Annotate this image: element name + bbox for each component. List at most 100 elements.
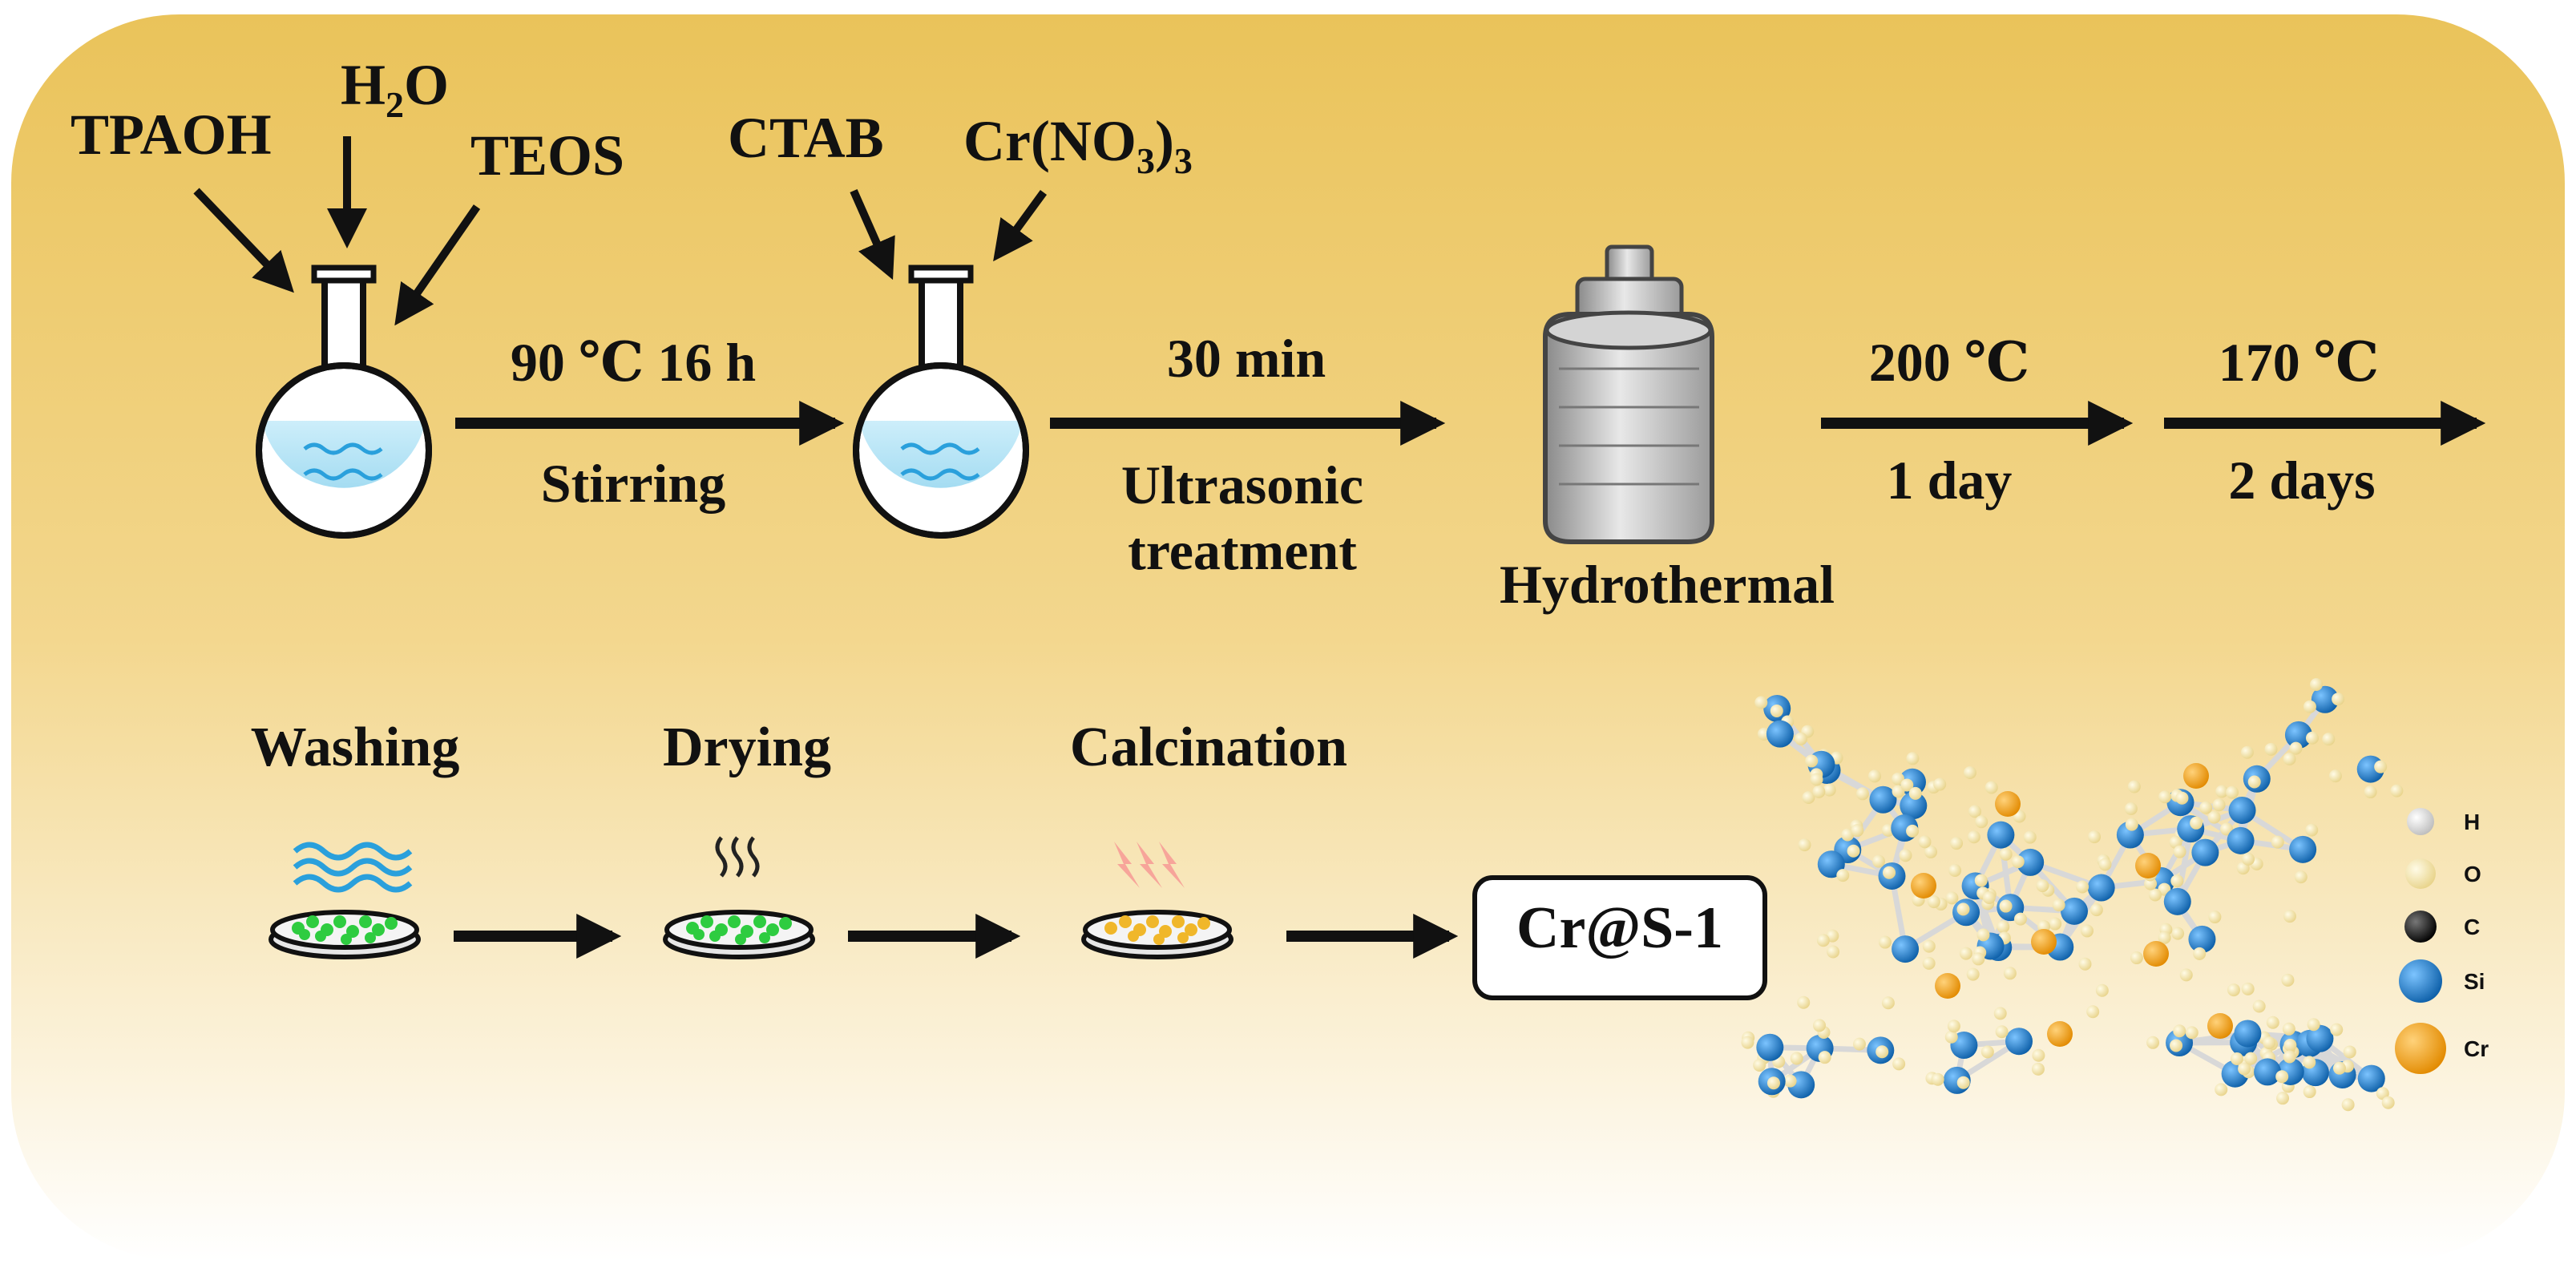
- o-atom: [2374, 760, 2388, 773]
- o-atom: [2158, 790, 2172, 804]
- o-atom: [2332, 693, 2345, 706]
- o-atom: [1959, 947, 1972, 960]
- o-atom: [2098, 858, 2112, 871]
- product-label: Cr@S-1: [1516, 895, 1723, 961]
- o-atom: [2303, 1056, 2316, 1069]
- cr-atom: [1911, 873, 1936, 898]
- o-atom: [2215, 785, 2229, 798]
- step4-temperature: 170 ℃: [2219, 332, 2379, 393]
- o-atom: [1999, 847, 2013, 861]
- si-atom: [2163, 887, 2191, 915]
- o-atom: [2170, 874, 2184, 888]
- o-atom: [2212, 798, 2226, 812]
- petri-dish-icon: [269, 910, 421, 959]
- o-atom: [2226, 785, 2239, 799]
- o-atom: [1963, 766, 1976, 780]
- o-atom: [1956, 903, 1970, 916]
- reagent-tpaoh: TPAOH: [71, 103, 272, 167]
- o-atom: [1892, 772, 1905, 785]
- o-atom: [1927, 895, 1940, 909]
- o-atom: [2199, 801, 2213, 814]
- o-atom: [2276, 1092, 2290, 1105]
- o-atom: [1816, 934, 1830, 947]
- si-atom: [2228, 796, 2256, 824]
- o-atom: [2032, 1048, 2045, 1062]
- o-atom: [2244, 1052, 2258, 1065]
- o-atom: [2247, 775, 2261, 789]
- flask-icon: [256, 264, 432, 539]
- si-atom: [1900, 792, 1928, 820]
- o-atom: [2330, 1023, 2344, 1036]
- o-atom: [1997, 920, 2010, 934]
- o-atom: [1770, 704, 1783, 717]
- o-atom: [2220, 822, 2234, 836]
- si-atom: [2289, 835, 2317, 863]
- o-atom: [2343, 1045, 2356, 1059]
- cr-atom: [2031, 929, 2057, 955]
- o-atom: [2173, 1024, 2186, 1038]
- si-atom: [1892, 935, 1920, 963]
- o-atom: [2283, 1039, 2297, 1052]
- si-atom: [1766, 720, 1794, 748]
- o-atom: [2011, 855, 2025, 869]
- o-atom: [1818, 1051, 1831, 1064]
- o-atom: [2328, 769, 2342, 783]
- o-atom: [1883, 866, 1896, 879]
- o-atom: [2171, 927, 2185, 940]
- o-atom: [1968, 805, 1982, 818]
- o-atom: [1899, 849, 1912, 862]
- step3-duration: 1 day: [1887, 450, 2013, 511]
- o-atom: [1975, 815, 1989, 829]
- o-atom: [2089, 903, 2103, 917]
- o-atom: [1813, 1019, 1827, 1032]
- o-atom: [2227, 983, 2240, 997]
- o-atom: [2289, 741, 2303, 755]
- o-atom: [2013, 912, 2027, 926]
- si-atom: [2284, 721, 2312, 749]
- si-atom: [2087, 874, 2115, 902]
- si-atom: [1987, 821, 2015, 849]
- o-atom: [2173, 845, 2186, 858]
- o-atom: [2179, 968, 2193, 982]
- o-atom: [1908, 786, 1922, 800]
- legend-o-label: O: [2464, 862, 2481, 886]
- o-atom: [1881, 996, 1895, 1010]
- o-atom: [2303, 1085, 2316, 1099]
- o-atom: [1867, 769, 1881, 783]
- o-atom: [1875, 1045, 1889, 1059]
- o-atom: [2381, 1096, 2395, 1109]
- o-atom: [1906, 824, 1920, 838]
- o-atom: [1790, 1052, 1803, 1065]
- o-atom: [2207, 810, 2221, 824]
- o-atom: [2283, 910, 2296, 923]
- o-atom: [2322, 733, 2336, 746]
- o-atom: [1766, 1076, 1780, 1090]
- reagent-h2o: H2O: [341, 53, 449, 125]
- o-atom: [2266, 1016, 2279, 1029]
- o-atom: [2310, 677, 2324, 691]
- o-atom: [2263, 1036, 2276, 1050]
- o-atom: [1851, 824, 1864, 838]
- o-atom: [1980, 1045, 1994, 1059]
- o-atom: [2364, 785, 2377, 799]
- petri-dish-icon: [1081, 910, 1233, 959]
- o-atom: [1947, 1020, 1960, 1033]
- step1-condition: 90 ℃ 16 h: [511, 332, 756, 393]
- o-atom: [2242, 852, 2255, 866]
- washing-label: Washing: [251, 717, 460, 778]
- calcination-label: Calcination: [1070, 717, 1347, 778]
- o-atom: [1918, 835, 1932, 849]
- o-atom: [2341, 1098, 2355, 1112]
- reagent-arrows-1: [193, 136, 481, 326]
- o-atom: [1967, 830, 1980, 844]
- o-atom: [1972, 952, 1985, 966]
- o-atom: [1892, 1057, 1906, 1071]
- o-atom: [2081, 924, 2094, 938]
- o-atom: [1754, 696, 1768, 709]
- o-atom: [2144, 877, 2158, 890]
- crystal-structure-model: [1741, 677, 2404, 1112]
- o-atom: [2305, 823, 2319, 837]
- o-atom: [1878, 935, 1892, 949]
- si-atom: [2017, 848, 2045, 876]
- o-atom: [1797, 995, 1811, 1009]
